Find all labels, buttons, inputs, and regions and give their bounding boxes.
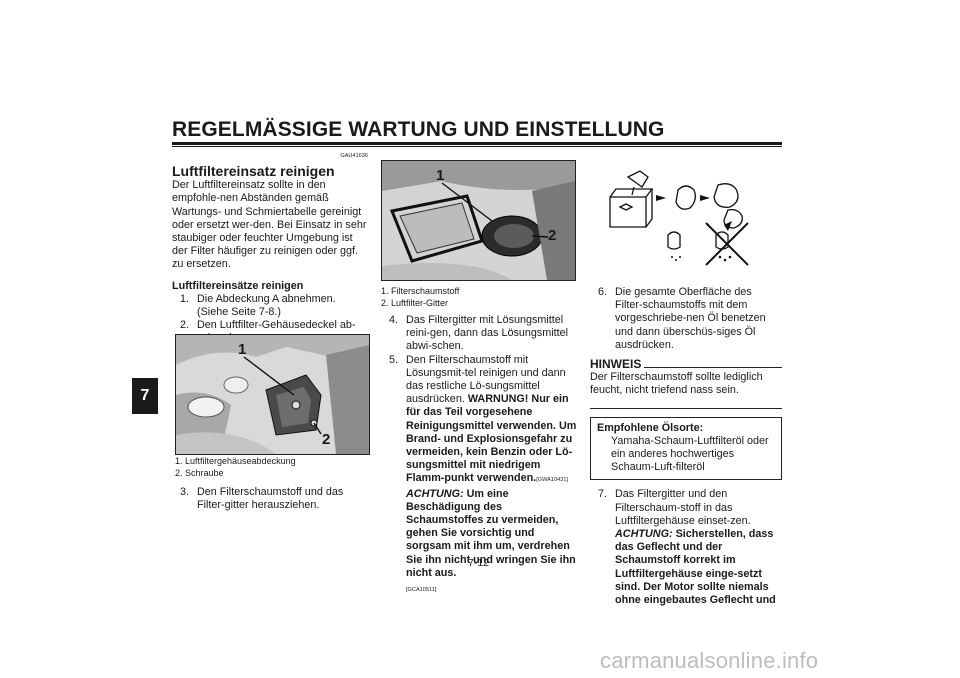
column-3: 6. Die gesamte Oberfläche des Filter-scha… bbox=[590, 286, 782, 607]
figure-2-captions: 1. Filterschaumstoff 2. Luftfilter-Gitte… bbox=[381, 286, 577, 309]
caption-1: 1. Luftfiltergehäuseabdeckung bbox=[175, 456, 296, 466]
caption-1: 1. Filterschaumstoff bbox=[381, 286, 460, 296]
step-1: 1. Die Abdeckung A abnehmen. (Siehe Seite… bbox=[172, 293, 368, 319]
caution-code: [GCA10511] bbox=[406, 587, 437, 594]
column-1: GAU41636 Luftfiltereinsatz reinigen Der … bbox=[172, 150, 368, 346]
step-7: 7. Das Filtergitter und den Filterschaum-… bbox=[590, 488, 782, 607]
page-title: REGELMÄSSIGE WARTUNG UND EINSTELLUNG bbox=[172, 118, 665, 141]
recommended-oil-text: Yamaha-Schaum-Luftfilteröl oder ein ande… bbox=[611, 434, 769, 474]
step-text: Den Filterschaumstoff und das Filter-git… bbox=[197, 486, 344, 512]
filter-foam-illustration bbox=[382, 161, 575, 280]
note-text: Der Filterschaumstoff sollte lediglich f… bbox=[590, 371, 763, 397]
column-2: 4. Das Filtergitter mit Lösungsmittel rei… bbox=[381, 314, 577, 597]
page-number: 7-12 bbox=[468, 557, 490, 569]
figure-callout-2: 2 bbox=[548, 227, 557, 244]
caution-text: Um eine Beschädigung des Schaumstoffes z… bbox=[406, 487, 576, 579]
step-text: Die gesamte Oberfläche des Filter-schaum… bbox=[615, 286, 766, 351]
header-rule-thin bbox=[172, 146, 782, 147]
column-1-step-3: 3. Den Filterschaumstoff und das Filter-g… bbox=[172, 486, 368, 512]
note-end-rule bbox=[590, 407, 782, 409]
step-number: 1. bbox=[180, 292, 190, 305]
step-text: Das Filtergitter mit Lösungsmittel reini… bbox=[406, 314, 569, 353]
air-filter-cover-illustration bbox=[176, 335, 369, 454]
oil-foam-illustration bbox=[598, 165, 778, 270]
reference-code: GAU41636 bbox=[340, 153, 368, 159]
step-number: 6. bbox=[598, 286, 608, 298]
caption-2: 2. Schraube bbox=[175, 467, 224, 478]
warning-text: Nur ein für das Teil vorgesehene Reinigu… bbox=[406, 393, 577, 485]
header-rule bbox=[172, 142, 782, 145]
recommended-oil-box: Empfohlene Ölsorte: Yamaha-Schaum-Luftfi… bbox=[590, 416, 782, 481]
caption-2: 2. Luftfilter-Gitter bbox=[381, 297, 449, 308]
oil-steps-drawing bbox=[609, 170, 749, 266]
section-title: Luftfiltereinsatz reinigen bbox=[172, 163, 335, 180]
watermark-link[interactable]: carmanualsonline.info bbox=[600, 648, 819, 673]
step-text: Die Abdeckung A abnehmen. (Siehe Seite 7… bbox=[197, 292, 336, 319]
caution-text: Sicherstellen, dass das Geflecht und der… bbox=[615, 528, 776, 607]
caution-label: ACHTUNG: bbox=[406, 487, 464, 500]
step-number: 4. bbox=[389, 314, 399, 326]
step-6: 6. Die gesamte Oberfläche des Filter-scha… bbox=[590, 286, 782, 352]
figure-callout-1: 1 bbox=[436, 167, 445, 184]
figure-1-captions: 1. Luftfiltergehäuseabdeckung 2. Schraub… bbox=[175, 456, 371, 479]
step-number: 5. bbox=[389, 353, 399, 366]
warning-label: WARNUNG! bbox=[467, 393, 529, 406]
recommended-oil-label: Empfohlene Ölsorte: bbox=[597, 421, 704, 434]
step-number: 2. bbox=[180, 319, 190, 332]
note-heading-row: HINWEIS bbox=[590, 357, 782, 372]
warning-code: [GWA10431] bbox=[536, 477, 569, 484]
air-filter-cover-photo: 1 2 bbox=[175, 334, 370, 455]
step-3: 3. Den Filterschaumstoff und das Filter-g… bbox=[172, 486, 368, 512]
step-number: 3. bbox=[180, 486, 190, 498]
filter-foam-photo: 1 2 bbox=[381, 160, 576, 281]
step-4: 4. Das Filtergitter mit Lösungsmittel rei… bbox=[381, 314, 577, 354]
step-5: 5. Den Filterschaumstoff mit Lösungsmit-t… bbox=[381, 354, 577, 598]
step-text: Das Filtergitter und den Filterschaum-st… bbox=[615, 488, 751, 527]
caution-label: ACHTUNG: bbox=[615, 528, 673, 541]
intro-paragraph: Der Luftfiltereinsatz sollte in den empf… bbox=[172, 179, 367, 271]
note-rule bbox=[644, 367, 782, 369]
figure-callout-1: 1 bbox=[238, 341, 247, 358]
subheading: Luftfiltereinsätze reinigen bbox=[172, 279, 304, 292]
chapter-tab: 7 bbox=[132, 378, 158, 414]
note-label: HINWEIS bbox=[590, 357, 642, 372]
step-text: Den Filterschaumstoff mit Lösungsmit-tel… bbox=[406, 353, 566, 406]
figure-callout-2: 2 bbox=[322, 431, 331, 448]
step-number: 7. bbox=[598, 488, 608, 501]
